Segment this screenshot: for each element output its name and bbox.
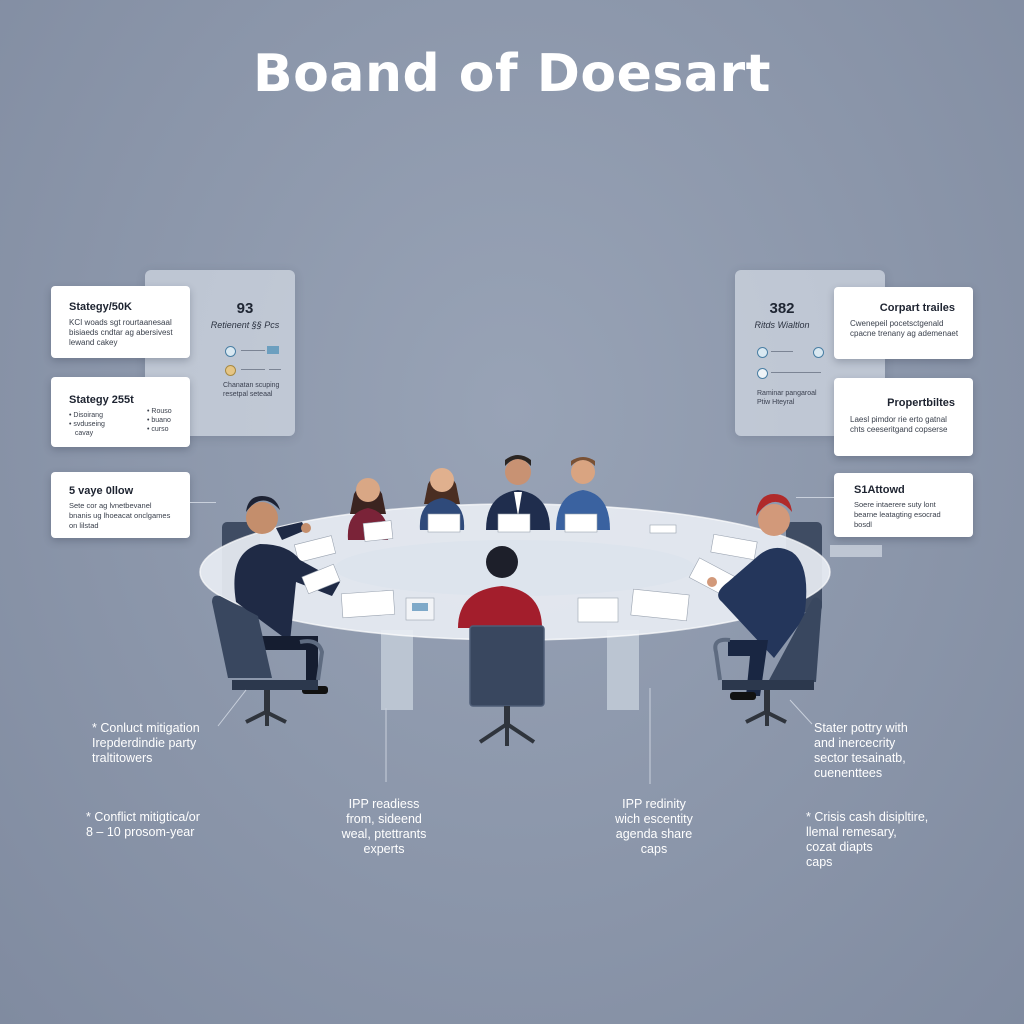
card-body: Laesl pimdor rie erto gatnal chts ceeser… [850, 415, 948, 434]
person-icon [234, 496, 341, 694]
right-card-propertbiltes: Propertbiltes Laesl pimdor rie erto gatn… [834, 378, 973, 456]
card-title: Stategy/50K [69, 301, 132, 313]
office-chair-icon [713, 597, 822, 726]
metric-icon [757, 347, 768, 358]
right-panel-number: 382 [769, 300, 795, 317]
metric-icon [813, 347, 824, 358]
right-panel-row [757, 368, 827, 379]
annotation-center-left: IPP readiess from, sideend weal, ptettra… [341, 797, 427, 856]
card-body: Cwenepeil pocetsctgenald cpacne trenany … [850, 319, 959, 338]
card-body: • Disoirang • svduseing cavay [69, 412, 105, 437]
left-card-strategy-255t: Stategy 255t • Disoirang • svduseing cav… [51, 377, 190, 447]
card-title: 5 vaye 0llow [69, 485, 134, 497]
left-panel-note: Chanatan scuping resetpal seteaal [223, 382, 280, 398]
left-panel-row [225, 365, 285, 376]
card-title: Propertbiltes [887, 397, 955, 409]
card-title: S1Attowd [854, 484, 905, 496]
annotation-bottom-right: * Crisis cash disipltire, llemal remesar… [806, 810, 929, 869]
right-panel-caption: Ritds Wialtlon [754, 320, 810, 330]
annotation-top-right: Stater pottry with and inercecrity secto… [814, 721, 908, 780]
annotation-bottom-left: * Conflict mitigtica/or 8 – 10 prosom-ye… [86, 810, 200, 839]
left-card-strategy-50k: Stategy/50K KCI woads sgt rourtaanesaal … [51, 286, 190, 358]
right-panel-row [757, 347, 827, 358]
right-card-s1attowd: S1Attowd Soere intaerere suty lont bearn… [834, 473, 973, 537]
annotation-center-right: IPP redinity wich escentity agenda share… [615, 797, 693, 856]
office-chair-icon [469, 625, 545, 746]
card-side-list: • Rouso • buano • curso [147, 408, 172, 433]
card-body: Sete cor ag lvnetbevanel bnanis ug lhoea… [69, 501, 171, 530]
metric-icon [757, 368, 768, 379]
person-icon [458, 546, 542, 628]
page-title: Boand of Doesart [253, 44, 771, 104]
card-title: Stategy 255t [69, 394, 134, 406]
left-card-5-vaye-ollow: 5 vaye 0llow Sete cor ag lvnetbevanel bn… [51, 472, 190, 538]
card-title: Corpart trailes [879, 302, 955, 314]
metric-icon [225, 365, 236, 376]
leader-line [796, 497, 834, 498]
right-card-shadow [830, 545, 882, 557]
metric-icon [225, 346, 236, 357]
office-chair-icon [212, 595, 325, 726]
left-panel-row [225, 346, 285, 357]
card-body: KCI woads sgt rourtaanesaal bisiaeds cnd… [69, 318, 173, 347]
right-panel-note: Raminar pangaroal Ptiw Hteyral [757, 390, 817, 406]
annotation-top-left: * Conluct mitigation Irepderdindie party… [92, 721, 200, 765]
card-body: Soere intaerere suty lont bearne leatagt… [854, 500, 941, 529]
right-card-corpart-trailes: Corpart trailes Cwenepeil pocetsctgenald… [834, 287, 973, 359]
left-panel-caption: Retienent §§ Pcs [210, 320, 280, 330]
leader-line [190, 502, 216, 503]
left-panel-number: 93 [236, 300, 254, 317]
